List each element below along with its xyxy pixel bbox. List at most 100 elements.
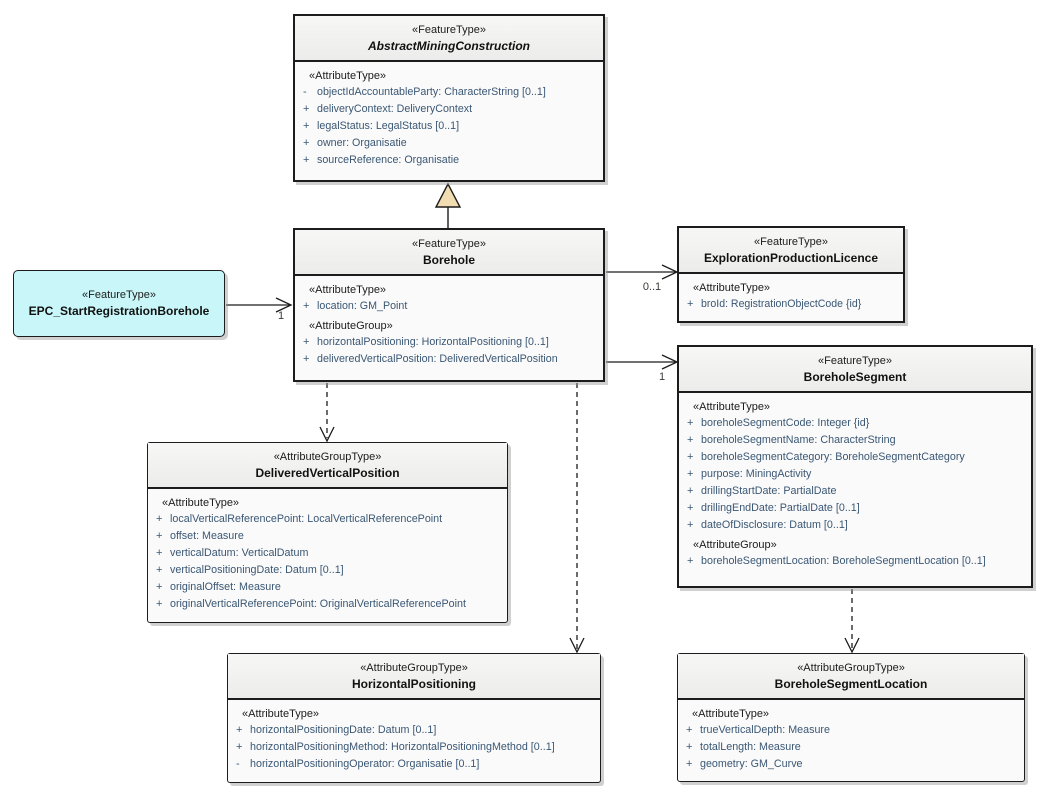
- attribute-stereotype: «AttributeType»: [309, 70, 387, 82]
- generalization-triangle-icon[interactable]: [434, 182, 462, 208]
- visibility-marker: +: [156, 598, 163, 610]
- attribute-text: purpose: MiningActivity: [701, 468, 812, 480]
- attribute-row: +legalStatus: LegalStatus [0..1]: [295, 118, 603, 135]
- class-horizontal-positioning[interactable]: «AttributeGroupType» HorizontalPositioni…: [227, 653, 601, 783]
- attribute-text: legalStatus: LegalStatus [0..1]: [317, 120, 460, 132]
- attribute-stereotype: «AttributeType»: [162, 497, 240, 509]
- class-name: ExplorationProductionLicence: [703, 250, 879, 265]
- attribute-row: -horizontalPositioningOperator: Organisa…: [228, 756, 600, 773]
- class-stereotype: «AttributeGroupType»: [360, 661, 468, 674]
- attribute-stereotype: «AttributeType»: [309, 284, 387, 296]
- class-name: HorizontalPositioning: [352, 676, 476, 691]
- attribute-text: deliveryContext: DeliveryContext: [317, 103, 473, 115]
- attribute-text: sourceReference: Organisatie: [317, 154, 460, 166]
- class-stereotype: «FeatureType»: [412, 237, 486, 250]
- class-abstract-mining-construction[interactable]: «FeatureType» AbstractMiningConstruction…: [293, 14, 605, 182]
- visibility-marker: +: [303, 103, 310, 115]
- attribute-text: deliveredVerticalPosition: DeliveredVert…: [317, 353, 558, 365]
- visibility-marker: +: [687, 434, 694, 446]
- visibility-marker: +: [686, 724, 693, 736]
- visibility-marker: +: [156, 564, 163, 576]
- attribute-stereotype: «AttributeGroup»: [309, 320, 393, 332]
- visibility-marker: +: [687, 298, 694, 310]
- class-borehole-segment-location[interactable]: «AttributeGroupType» BoreholeSegmentLoca…: [677, 653, 1025, 782]
- class-stereotype: «FeatureType»: [82, 289, 156, 301]
- visibility-marker: +: [156, 530, 163, 542]
- attribute-row: +sourceReference: Organisatie: [295, 152, 603, 169]
- attribute-row: +deliveredVerticalPosition: DeliveredVer…: [295, 351, 603, 368]
- attribute-text: owner: Organisatie: [317, 137, 407, 149]
- attribute-row: + horizontalPositioningDate: Datum [0..1]: [228, 722, 600, 739]
- class-stereotype: «FeatureType»: [818, 354, 892, 367]
- attribute-row: +boreholeSegmentCategory: BoreholeSegmen…: [679, 449, 1031, 466]
- attribute-text: boreholeSegmentCode: Integer {id}: [701, 417, 870, 429]
- class-header: «AttributeGroupType» DeliveredVerticalPo…: [148, 443, 507, 489]
- attribute-row: + boreholeSegmentName: CharacterString: [679, 432, 1031, 449]
- multiplicity-label-epc-borehole: 1: [277, 310, 285, 322]
- class-attribute-compartment: «AttributeType»+horizontalPositioningDat…: [228, 700, 600, 782]
- class-borehole-segment[interactable]: «FeatureType» BoreholeSegment «Attribute…: [677, 345, 1033, 588]
- attribute-stereotype: «AttributeType»: [693, 282, 771, 294]
- attribute-row: -objectIdAccountableParty: CharacterStri…: [295, 84, 603, 101]
- attribute-text: boreholeSegmentCategory: BoreholeSegment…: [701, 451, 965, 463]
- class-name: BoreholeSegment: [803, 369, 907, 384]
- attribute-row: +totalLength: Measure: [678, 739, 1024, 756]
- attribute-row: + purpose: MiningActivity: [679, 466, 1031, 483]
- visibility-marker: +: [236, 741, 243, 753]
- attribute-row: + verticalPositioningDate: Datum [0..1]: [148, 562, 507, 579]
- class-header: «AttributeGroupType» BoreholeSegmentLoca…: [678, 654, 1024, 700]
- visibility-marker: +: [687, 519, 694, 531]
- class-name: DeliveredVerticalPosition: [255, 465, 400, 480]
- visibility-marker: +: [156, 513, 163, 525]
- attribute-row: + originalVerticalReferencePoint: Origina…: [148, 596, 507, 613]
- attribute-text: location: GM_Point: [317, 300, 408, 312]
- attribute-row: + localVerticalReferencePoint: LocalVerti…: [148, 511, 507, 528]
- attribute-text: objectIdAccountableParty: CharacterStrin…: [317, 86, 546, 98]
- attribute-row: +drillingStartDate: PartialDate: [679, 483, 1031, 500]
- attribute-text: trueVerticalDepth: Measure: [700, 724, 830, 736]
- attribute-text: originalVerticalReferencePoint: Original…: [170, 598, 467, 610]
- visibility-marker: +: [686, 758, 693, 770]
- class-attribute-compartment: «AttributeType» + localVerticalReferencePo…: [148, 489, 507, 622]
- class-header: «FeatureType» AbstractMiningConstruction: [295, 16, 603, 62]
- class-attribute-compartment: «AttributeType» + broId: RegistrationObjec…: [679, 274, 903, 321]
- class-exploration-production-licence[interactable]: «FeatureType» ExplorationProductionLicen…: [677, 226, 905, 323]
- visibility-marker: +: [303, 137, 310, 149]
- class-delivered-vertical-position[interactable]: «AttributeGroupType» DeliveredVerticalPo…: [147, 442, 508, 623]
- attribute-stereotype: «AttributeGroup»: [693, 539, 777, 551]
- visibility-marker: +: [687, 417, 694, 429]
- attribute-text: drillingEndDate: PartialDate [0..1]: [701, 502, 860, 514]
- class-attribute-compartment: «AttributeType» +location: GM_Point «Attri…: [295, 276, 603, 380]
- class-epc-start-registration-borehole[interactable]: «FeatureType» EPC_StartRegistrationBoreh…: [13, 270, 225, 337]
- attribute-text: verticalPositioningDate: Datum [0..1]: [170, 564, 344, 576]
- attribute-text: horizontalPositioningDate: Datum [0..1]: [250, 724, 437, 736]
- attribute-stereotype: «AttributeType»: [693, 401, 771, 413]
- attribute-text: localVerticalReferencePoint: LocalVertic…: [170, 513, 443, 525]
- class-stereotype: «AttributeGroupType»: [273, 450, 382, 463]
- attribute-text: horizontalPositioning: HorizontalPositio…: [317, 336, 549, 348]
- visibility-marker: +: [687, 502, 694, 514]
- attribute-text: originalOffset: Measure: [170, 581, 281, 593]
- class-borehole[interactable]: «FeatureType» Borehole «AttributeType»+l…: [293, 228, 605, 382]
- visibility-marker: +: [156, 581, 163, 593]
- open-arrowhead-icon: [319, 426, 335, 443]
- visibility-marker: -: [236, 758, 240, 770]
- class-stereotype: «FeatureType»: [754, 235, 828, 248]
- attribute-text: drillingStartDate: PartialDate: [701, 485, 837, 497]
- attribute-row: + broId: RegistrationObjectCode {id}: [679, 296, 903, 313]
- visibility-marker: +: [236, 724, 243, 736]
- attribute-stereotype: «AttributeType»: [692, 708, 770, 720]
- visibility-marker: +: [686, 741, 693, 753]
- attribute-row: +horizontalPositioning: HorizontalPositi…: [295, 334, 603, 351]
- visibility-marker: -: [303, 86, 307, 98]
- attribute-row: + trueVerticalDepth: Measure: [678, 722, 1024, 739]
- attribute-row: +location: GM_Point: [295, 298, 603, 315]
- attribute-text: verticalDatum: VerticalDatum: [170, 547, 309, 559]
- visibility-marker: +: [687, 468, 694, 480]
- attribute-text: broId: RegistrationObjectCode {id}: [701, 298, 862, 310]
- class-stereotype: «AttributeGroupType»: [797, 661, 905, 674]
- attribute-row: + boreholeSegmentCode: Integer {id}: [679, 415, 1031, 432]
- attribute-text: boreholeSegmentName: CharacterString: [701, 434, 896, 446]
